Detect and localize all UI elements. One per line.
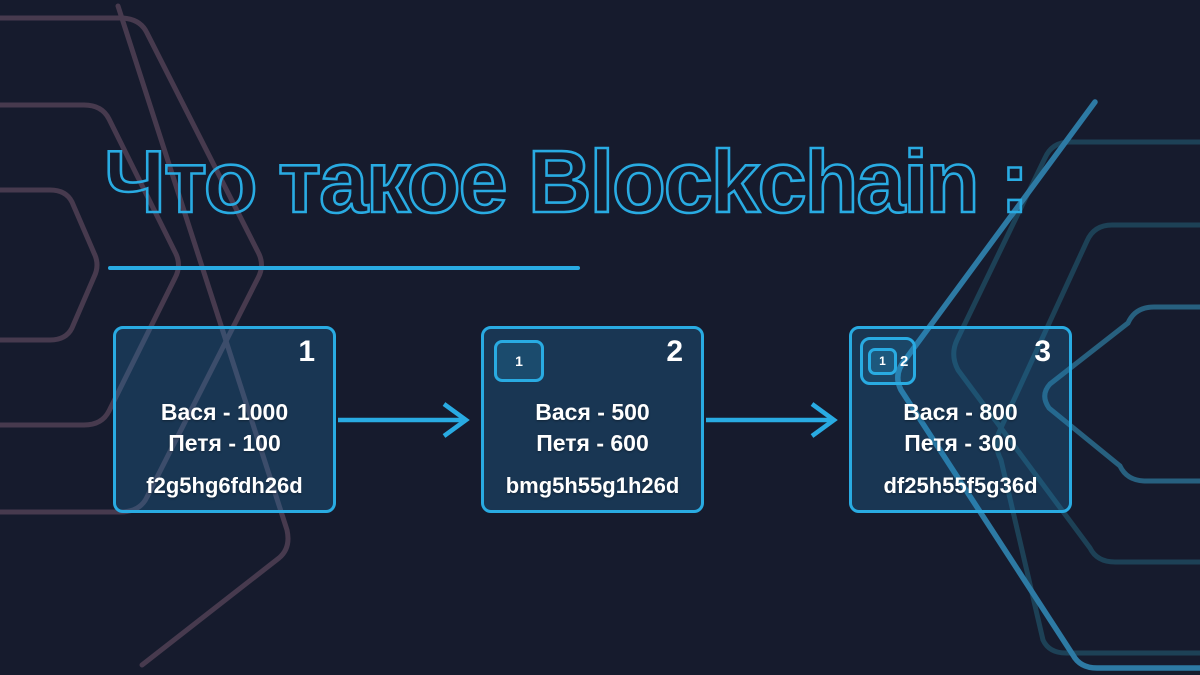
teal-hexagon-group xyxy=(895,99,1200,671)
blockchain-block-3: 1 2 3 Вася - 800 Петя - 300 df25h55f5g36… xyxy=(849,326,1072,513)
balance-line: Вася - 500 xyxy=(535,399,650,425)
right-arrow-icon xyxy=(706,402,838,438)
blockchain-block-1: 1 Вася - 1000 Петя - 100 f2g5hg6fdh26d xyxy=(113,326,336,513)
prev-block-number: 2 xyxy=(900,352,909,370)
prev-block-chip: 1 xyxy=(868,347,897,375)
block-balances: Вася - 1000 Петя - 100 xyxy=(116,397,333,459)
purple-hexagon-group xyxy=(0,3,291,668)
right-arrow-icon xyxy=(338,402,470,438)
balance-line: Петя - 600 xyxy=(536,430,649,456)
prev-blocks-chip-group: 1 2 xyxy=(860,337,917,385)
balance-line: Петя - 300 xyxy=(904,430,1017,456)
block-hash: df25h55f5g36d xyxy=(883,473,1038,498)
balance-line: Вася - 1000 xyxy=(160,399,289,425)
block-hash: bmg5h55g1h26d xyxy=(505,473,680,498)
title-underline xyxy=(108,266,580,270)
page-title: Что такое Blockchain : xyxy=(103,132,1031,231)
prev-block-number: 1 xyxy=(515,353,523,369)
prev-block-number: 1 xyxy=(879,354,886,368)
block-hash: f2g5hg6fdh26d xyxy=(146,473,303,498)
balance-line: Петя - 100 xyxy=(168,430,281,456)
block-balances: Вася - 800 Петя - 300 xyxy=(852,397,1069,459)
block-number: 3 xyxy=(1034,335,1051,368)
block-number: 1 xyxy=(298,335,315,368)
blockchain-block-2: 1 2 Вася - 500 Петя - 600 bmg5h55g1h26d xyxy=(481,326,704,513)
balance-line: Вася - 800 xyxy=(903,399,1018,425)
prev-block-chip: 1 xyxy=(494,340,544,382)
block-number: 2 xyxy=(666,335,683,368)
block-balances: Вася - 500 Петя - 600 xyxy=(484,397,701,459)
